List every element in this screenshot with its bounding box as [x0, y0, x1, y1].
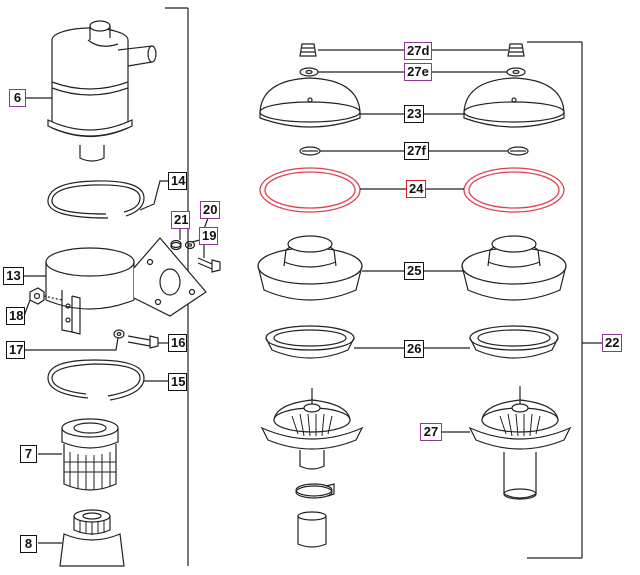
hose-clamp-and-sleeve: [295, 483, 335, 548]
part-17-washer: [113, 329, 125, 339]
callout-27d[interactable]: 27d: [404, 42, 432, 60]
callout-15[interactable]: 15: [168, 373, 187, 391]
part-24-o-rings: [259, 167, 565, 213]
part-25-bowls: [257, 235, 567, 301]
callout-27f[interactable]: 27f: [404, 142, 429, 160]
part-16-bolt: [127, 335, 159, 349]
callout-19[interactable]: 19: [199, 227, 218, 245]
part-27-valve-assemblies: [260, 386, 572, 500]
callout-27e[interactable]: 27e: [404, 63, 432, 81]
callout-18[interactable]: 18: [6, 307, 25, 325]
callout-27[interactable]: 27: [420, 423, 442, 441]
part-8-element: [59, 509, 125, 567]
callout-22[interactable]: 22: [602, 334, 622, 352]
callout-13[interactable]: 13: [3, 267, 24, 285]
callout-16[interactable]: 16: [168, 334, 187, 352]
right-frame-bracket: [527, 41, 602, 559]
callout-24[interactable]: 24: [406, 180, 426, 198]
callout-25[interactable]: 25: [404, 262, 424, 280]
callout-21[interactable]: 21: [171, 211, 190, 229]
part-14-ring: [47, 180, 145, 219]
callout-6[interactable]: 6: [9, 89, 26, 107]
callout-7[interactable]: 7: [20, 445, 37, 463]
part-7-filter: [61, 418, 119, 491]
part-15-ring: [47, 359, 145, 401]
part-19-bolt: [197, 257, 221, 273]
part-26-seal-rings: [265, 325, 559, 359]
left-leader-lines: [23, 97, 209, 544]
part-27d-valves: [299, 43, 525, 57]
part-6-housing: [47, 20, 157, 162]
callout-26[interactable]: 26: [404, 340, 424, 358]
callout-17[interactable]: 17: [6, 341, 25, 359]
callout-20[interactable]: 20: [200, 201, 220, 219]
callout-23[interactable]: 23: [404, 105, 424, 123]
callout-8[interactable]: 8: [20, 535, 37, 553]
part-21-20-nut-washer: [170, 239, 196, 251]
part-23-covers: [259, 77, 565, 128]
callout-14[interactable]: 14: [168, 172, 187, 190]
right-leader-lines: [318, 49, 508, 433]
part-13-clamp: [45, 237, 207, 335]
